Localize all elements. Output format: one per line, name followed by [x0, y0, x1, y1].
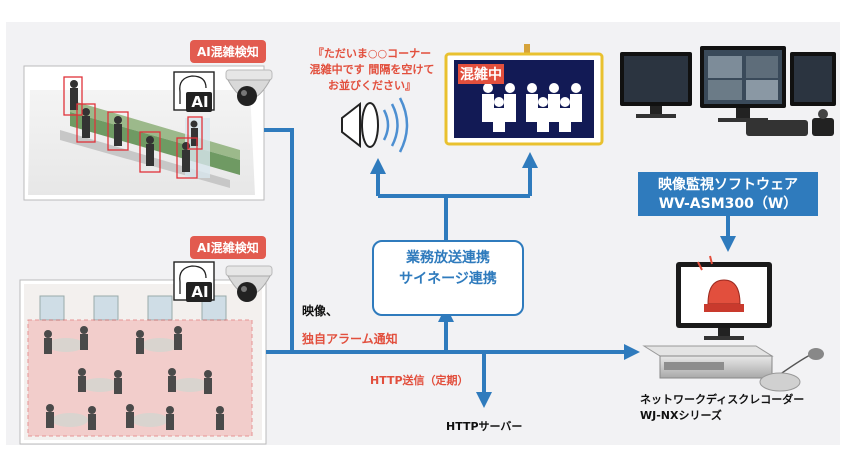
ai-logo-text: AI [191, 283, 209, 301]
signage-display-icon [444, 44, 604, 146]
http-server-label: HTTPサーバー [446, 420, 523, 433]
announcement-text: 『ただいま○○コーナー 混雑中です 間隔を空けて お並びください』 [306, 46, 438, 94]
recorder-icon [642, 345, 774, 379]
http-send-label: HTTP送信（定期） [370, 374, 469, 387]
broadcast-integration-label: 業務放送連携 [406, 250, 490, 266]
signage-integration-label: サイネージ連携 [399, 271, 497, 287]
nvr-series: WJ-NXシリーズ [640, 409, 722, 422]
ai-detection-badge-bottom: AI混雑検知 [190, 236, 266, 259]
video-label: 映像、 [302, 304, 339, 318]
ai-detection-badge-top: AI混雑検知 [190, 40, 266, 63]
software-name: 映像監視ソフトウェア [658, 177, 798, 193]
software-monitor-icon [620, 46, 836, 136]
dome-camera-icon [225, 69, 273, 106]
announcement-line-1: 『ただいま○○コーナー [312, 47, 432, 60]
alarm-notification-label: 独自アラーム通知 [302, 332, 398, 346]
nvr-name: ネットワークディスクレコーダー [640, 393, 805, 406]
mouse-icon [759, 348, 824, 392]
factory-scene-image [23, 65, 265, 201]
alarm-lamp-icon [697, 255, 744, 312]
dome-camera-icon [225, 265, 273, 302]
ai-head-icon [173, 261, 215, 302]
nvr-label: ネットワークディスクレコーダー WJ-NXシリーズ [640, 392, 804, 424]
integration-box: 業務放送連携 サイネージ連携 [372, 240, 524, 316]
ai-logo-text: AI [191, 93, 209, 111]
speaker-icon [341, 97, 409, 153]
software-label-box: 映像監視ソフトウェア WV-ASM300（W） [638, 172, 818, 216]
signage-congestion-text: 混雑中 [458, 64, 504, 84]
cafeteria-scene-image [19, 279, 267, 445]
announcement-line-3: お並びください』 [328, 79, 416, 92]
announcement-line-2: 混雑中です 間隔を空けて [309, 63, 435, 76]
ai-head-icon [173, 71, 215, 112]
software-model: WV-ASM300（W） [658, 196, 798, 212]
